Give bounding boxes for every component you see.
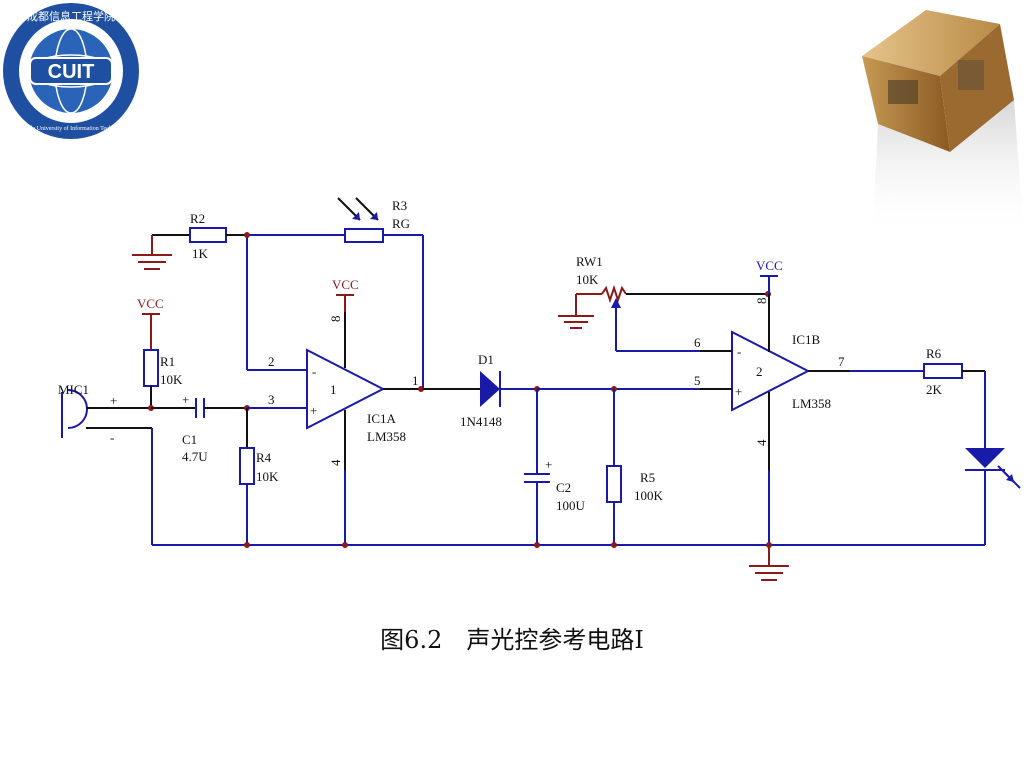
logo-ring-text: Chengdu University of Information Techno… [14, 125, 129, 132]
ic1b-pin6: 6 [694, 335, 701, 350]
ic1a-opamp: - + 1 2 3 1 8 4 IC1A LM358 [268, 316, 419, 467]
r5-ref: R5 [640, 470, 655, 485]
logo-arc-text: 成都信息工程学院 [27, 9, 115, 23]
r6-ref: R6 [926, 346, 942, 361]
mic-plus: + [110, 393, 117, 408]
ic1b-pin7: 7 [838, 354, 845, 369]
r1-value: 10K [160, 372, 183, 387]
ic1b-unit: 2 [756, 364, 763, 379]
ic1b-pin5: 5 [694, 373, 701, 388]
ic1a-pin3: 3 [268, 392, 275, 407]
r2-ref: R2 [190, 211, 205, 226]
ic1b-ref: IC1B [792, 332, 821, 347]
cuit-logo: CUIT 成都信息工程学院 Chengdu University of Info… [3, 3, 139, 139]
ic1a-pin8: 8 [328, 316, 343, 323]
ic1a-unit: 1 [330, 382, 337, 397]
c2-ref: C2 [556, 480, 571, 495]
r5-value: 100K [634, 488, 664, 503]
photo-cube-decoration [862, 10, 1024, 238]
ic1a-pin1: 1 [412, 373, 419, 388]
ic1a-plus: + [310, 403, 317, 418]
ic1a-pin4: 4 [328, 459, 343, 466]
vcc-ic1b: VCC [756, 258, 783, 352]
c1-plus: + [182, 392, 189, 407]
vcc-label-ic1b: VCC [756, 258, 783, 273]
rw1-potentiometer: RW1 10K [558, 254, 770, 352]
ic1b-pin8: 8 [754, 298, 769, 305]
c1-capacitor: + C1 4.7U [151, 392, 247, 464]
r3-photoresistor: R3 RG [337, 197, 410, 243]
ic1a-value: LM358 [367, 429, 406, 444]
r3-ref: R3 [392, 198, 407, 213]
d1-ref: D1 [478, 352, 494, 367]
c2-value: 100U [556, 498, 586, 513]
ic1b-pin4: 4 [754, 439, 769, 446]
figure-caption: 图6.2 声光控参考电路Ⅰ [380, 626, 644, 654]
c1-ref: C1 [182, 432, 197, 447]
led-indicator [965, 371, 1021, 545]
ic1b-value: LM358 [792, 396, 831, 411]
r5-resistor: R5 100K [606, 389, 664, 545]
vcc-label-ic1a: VCC [332, 277, 359, 292]
c2-capacitor: + C2 100U [524, 389, 586, 545]
ground-symbol-r2 [132, 235, 172, 270]
c1-value: 4.7U [182, 449, 208, 464]
ic1b-minus: - [737, 344, 741, 359]
rw1-value: 10K [576, 272, 599, 287]
r6-value: 2K [926, 382, 943, 397]
c2-plus: + [545, 457, 552, 472]
r4-ref: R4 [256, 450, 272, 465]
r2-resistor: R2 1K [152, 211, 247, 261]
r3-value: RG [392, 216, 410, 231]
r6-resistor: R6 2K [923, 346, 985, 397]
d1-diode: D1 1N4148 [423, 352, 537, 429]
r1-ref: R1 [160, 354, 175, 369]
ic1a-pin2: 2 [268, 354, 275, 369]
d1-value: 1N4148 [460, 414, 502, 429]
r2-value: 1K [192, 246, 209, 261]
ic1b-plus: + [735, 384, 742, 399]
r4-resistor: R4 10K [239, 408, 279, 545]
ground-symbol-main [749, 545, 789, 581]
vcc-label-r1: VCC [137, 296, 164, 311]
ic1a-ref: IC1A [367, 411, 397, 426]
rw1-ref: RW1 [576, 254, 603, 269]
ic1a-minus: - [312, 364, 316, 379]
vcc-ic1a: VCC [332, 277, 359, 368]
r1-resistor: R1 10K [143, 349, 183, 408]
logo-name: CUIT [48, 61, 95, 83]
mic-minus: - [110, 430, 114, 445]
mic1-microphone: MIC1 + - [58, 382, 152, 445]
mic1-ref: MIC1 [58, 382, 89, 397]
r4-value: 10K [256, 469, 279, 484]
vcc-r1: VCC [137, 296, 164, 350]
